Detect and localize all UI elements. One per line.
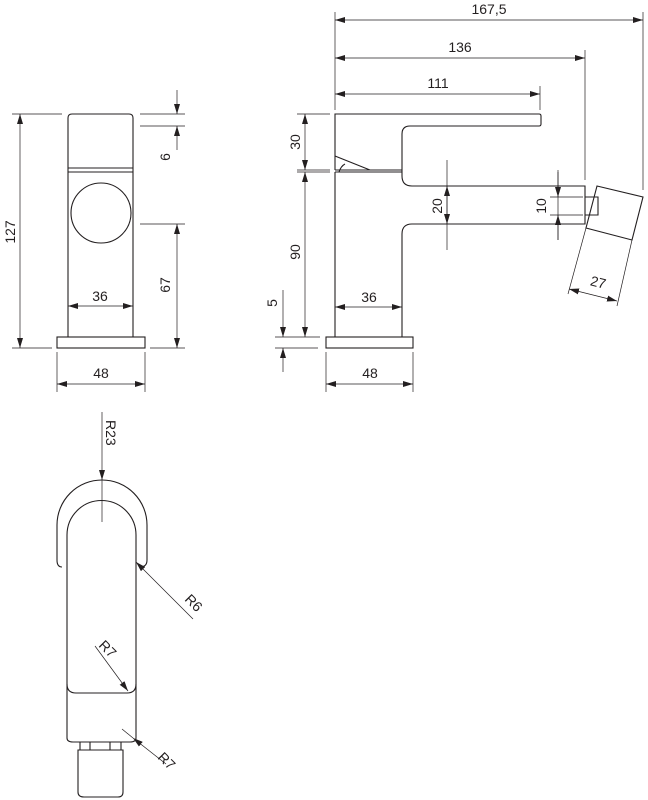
dim-handle-height: 67 — [157, 277, 173, 293]
side-view: 167,5 136 111 30 90 5 36 48 20 10 27 — [264, 1, 644, 392]
nozzle — [77, 742, 124, 798]
dim-base-thickness: 5 — [264, 299, 280, 307]
dim-base-width: 48 — [93, 365, 109, 381]
dim-spout-reach: 136 — [448, 39, 472, 55]
aerator — [585, 185, 644, 241]
dim-top-offset: 6 — [157, 153, 173, 161]
dim-lever-length: 111 — [427, 75, 448, 91]
dim-body-width: 36 — [361, 289, 377, 305]
dim-spout-thickness: 20 — [429, 198, 445, 214]
dim-height-total: 127 — [2, 220, 18, 244]
dim-aerator-width: 27 — [589, 273, 608, 292]
front-view: 127 6 67 36 48 — [2, 90, 185, 392]
radius-top: R23 — [103, 420, 119, 446]
dim-body-width: 36 — [92, 288, 108, 304]
radius-bottom: R7 — [155, 749, 179, 773]
dim-lever-height: 30 — [287, 134, 303, 150]
dim-total-reach: 167,5 — [471, 1, 506, 17]
radius-inner: R7 — [96, 637, 120, 661]
body-outline — [66, 500, 137, 743]
dim-body-height: 90 — [287, 244, 303, 260]
handle-oval — [70, 182, 132, 244]
dim-base-width: 48 — [362, 365, 378, 381]
top-view: R23 R6 R7 R7 — [56, 412, 206, 798]
base-plate — [56, 336, 146, 349]
dim-outlet-diameter: 10 — [533, 198, 549, 214]
base-plate — [325, 336, 414, 349]
